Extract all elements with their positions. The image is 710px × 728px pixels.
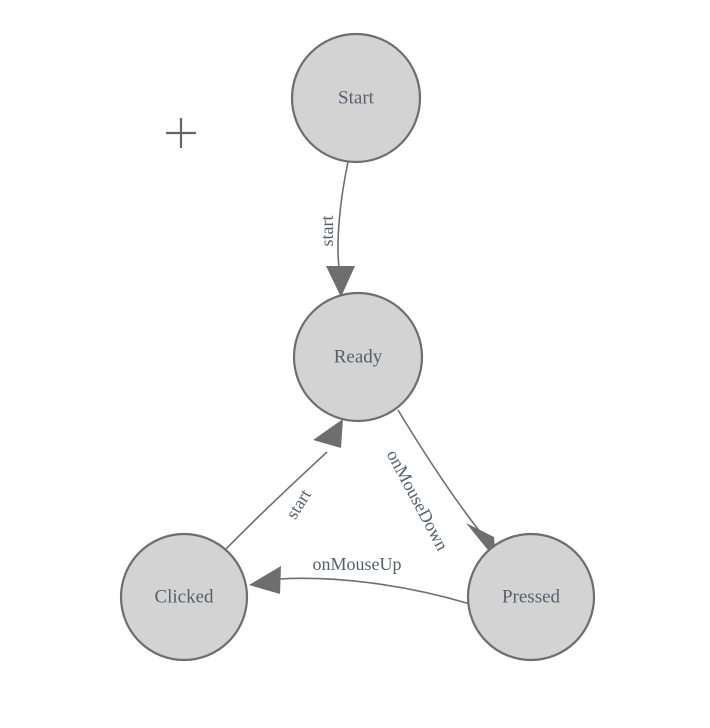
arrowhead-pressed-to-clicked bbox=[249, 566, 281, 594]
node-ready[interactable]: Ready bbox=[292, 291, 424, 423]
edge-clicked-to-ready[interactable]: start bbox=[223, 419, 343, 552]
edge-label-onmousedown: onMouseDown bbox=[383, 446, 453, 553]
edge-label-start-restart: start bbox=[282, 486, 315, 523]
node-clicked-label: Clicked bbox=[154, 586, 214, 607]
arrowhead-start-to-ready bbox=[326, 266, 355, 297]
node-start-label: Start bbox=[338, 87, 375, 108]
arrowhead-clicked-to-ready bbox=[313, 419, 343, 448]
crosshair-cursor-icon bbox=[166, 118, 196, 148]
edge-label-onmouseup: onMouseUp bbox=[313, 554, 402, 574]
edge-ready-to-pressed[interactable]: onMouseDown bbox=[383, 409, 496, 560]
edge-pressed-to-clicked[interactable]: onMouseUp bbox=[249, 554, 471, 605]
edge-path-start-to-ready bbox=[337, 161, 349, 269]
node-ready-circle[interactable] bbox=[292, 291, 424, 423]
edge-start-to-ready[interactable]: start bbox=[317, 161, 355, 297]
node-ready-label: Ready bbox=[334, 346, 383, 367]
edge-path-clicked-to-ready bbox=[223, 451, 328, 552]
node-pressed-circle[interactable] bbox=[466, 532, 596, 662]
node-clicked-circle[interactable] bbox=[119, 532, 249, 662]
edge-path-pressed-to-clicked bbox=[278, 577, 471, 605]
node-clicked[interactable]: Clicked bbox=[119, 532, 249, 662]
edge-label-start: start bbox=[317, 216, 337, 247]
node-start-circle[interactable] bbox=[290, 32, 422, 164]
node-start[interactable]: Start bbox=[290, 32, 422, 164]
node-pressed[interactable]: Pressed bbox=[466, 532, 596, 662]
node-pressed-label: Pressed bbox=[502, 586, 561, 607]
edge-path-ready-to-pressed bbox=[397, 409, 482, 534]
